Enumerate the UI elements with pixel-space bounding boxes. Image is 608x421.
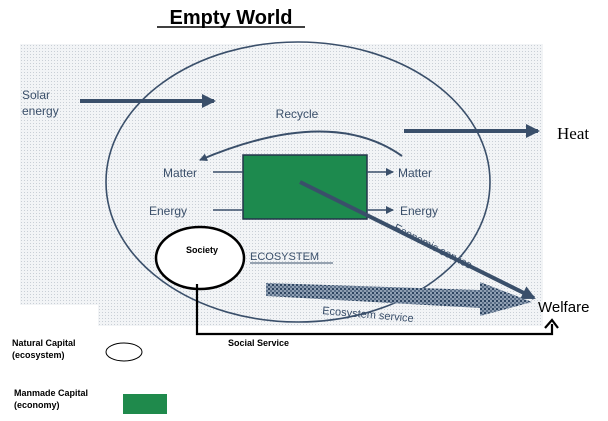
legend-natural-capital-swatch xyxy=(105,342,143,362)
legend-manmade-capital-swatch xyxy=(123,394,167,414)
social-service-arrow xyxy=(195,284,554,336)
matter-left-label: Matter xyxy=(163,166,197,180)
welfare-label: Welfare xyxy=(538,299,589,316)
social-service-arrowhead xyxy=(544,318,559,329)
legend-natural-capital-line1: Natural Capital xyxy=(12,338,76,348)
ecosystem-boundary xyxy=(105,41,491,323)
matter-right-label: Matter xyxy=(398,166,432,180)
solar-energy-label-line2: energy xyxy=(22,104,59,118)
energy-right-label: Energy xyxy=(400,204,438,218)
heat-label: Heat xyxy=(557,124,589,143)
solar-energy-label-line1: Solar xyxy=(22,88,50,102)
economic-service-arrow xyxy=(299,180,536,300)
society-label: Society xyxy=(186,245,218,255)
recycle-arrow xyxy=(199,130,403,161)
energy-left-label: Energy xyxy=(149,204,187,218)
society-circle xyxy=(154,225,246,291)
recycle-label: Recycle xyxy=(276,107,319,121)
ecosystem-service-arrow xyxy=(266,282,532,316)
svg-text:Natural Capital (ecosystem: Natural Capital (ecosystem) xyxy=(12,338,78,360)
legend-natural-capital-line2: (ecosystem) xyxy=(12,350,65,360)
svg-text:Solar energy: Solar energy xyxy=(22,88,59,118)
legend-manmade-capital-line2: (economy) xyxy=(14,400,60,410)
page-title: Empty World xyxy=(170,7,293,29)
scan-gap xyxy=(20,305,98,326)
legend-manmade-capital-line1: Manmade Capital xyxy=(14,388,88,398)
svg-text:Manmade Capital (economy): Manmade Capital (economy) xyxy=(14,388,91,410)
ecosystem-label: ECOSYSTEM xyxy=(250,251,319,263)
economy-box xyxy=(242,154,368,220)
social-service-label: Social Service xyxy=(228,338,289,348)
